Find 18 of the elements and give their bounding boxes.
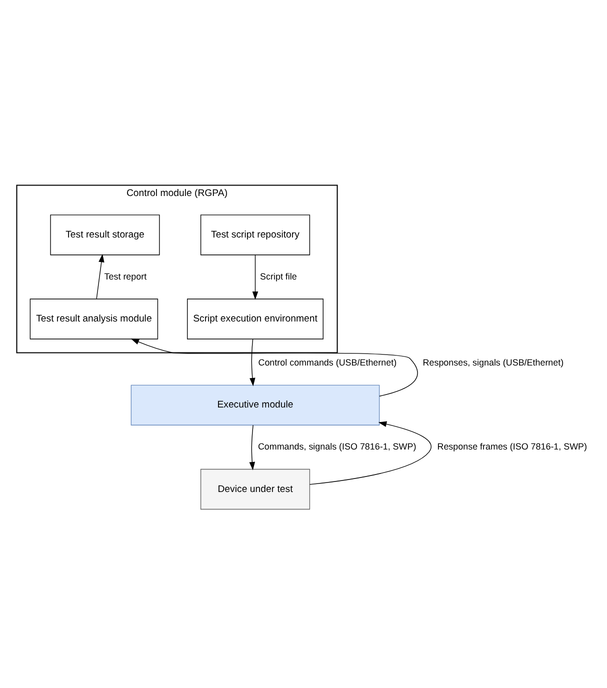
- edge-label: Responses, signals (USB/Ethernet): [422, 356, 564, 367]
- edge-label: Script file: [260, 270, 297, 281]
- arrow: [252, 254, 258, 300]
- arrow: [309, 420, 432, 484]
- node-box: Test script repository: [200, 214, 310, 255]
- edge-label: Commands, signals (ISO 7816-1, SWP): [258, 441, 416, 452]
- arrow: [249, 424, 256, 470]
- arrow: [250, 338, 256, 386]
- edge-label: Test report: [104, 270, 147, 281]
- node-box: Test result analysis module: [30, 298, 158, 339]
- node-box: Device under test: [200, 468, 310, 510]
- arrow: [96, 253, 104, 299]
- node-box: Executive module: [130, 384, 380, 425]
- arrow: [130, 338, 418, 396]
- edge-label: Control commands (USB/Ethernet): [258, 356, 397, 367]
- node-box: Script execution environment: [187, 298, 324, 339]
- edge-label: Response frames (ISO 7816-1, SWP): [437, 441, 588, 452]
- node-box: Test result storage: [50, 214, 160, 255]
